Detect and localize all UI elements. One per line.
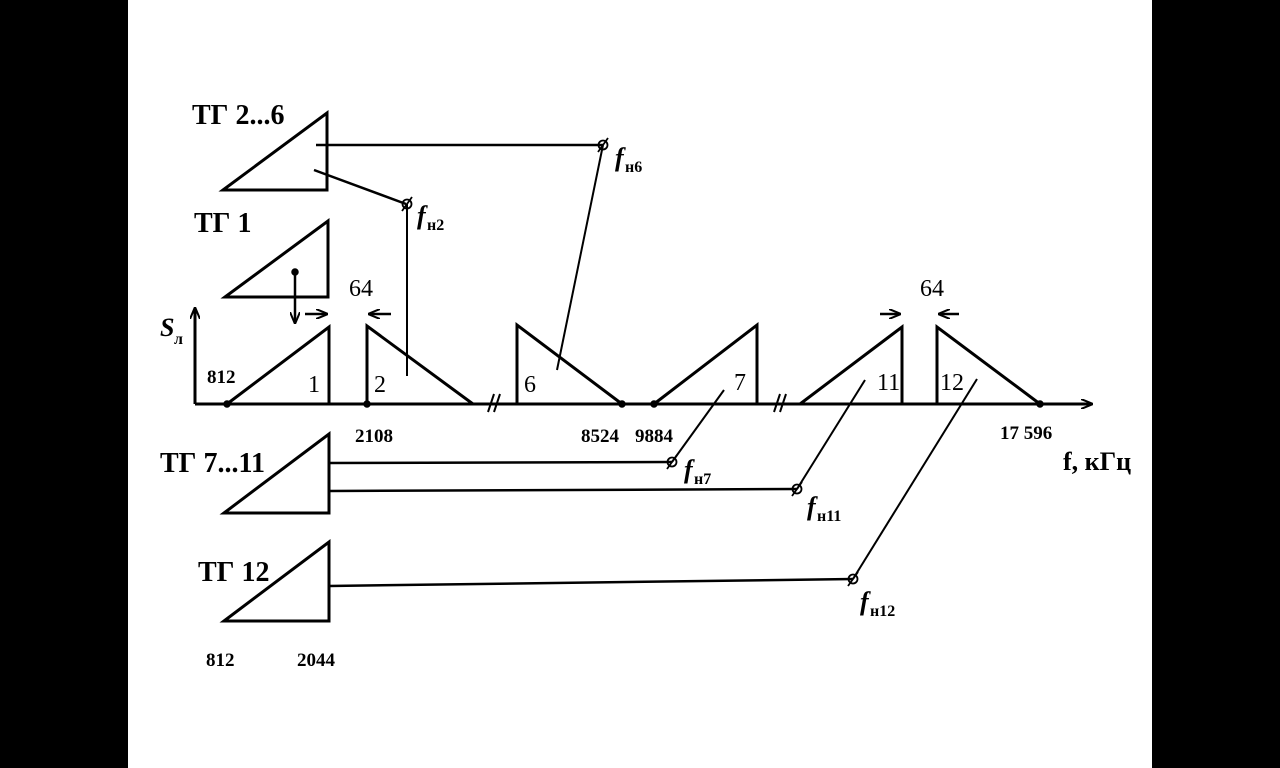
leader-fn12 (852, 378, 978, 580)
group-triangle-tg-1 (220, 218, 330, 299)
band-number-2: 2 (374, 372, 386, 398)
freq-8524: 8524 (581, 426, 620, 447)
y-axis-label-subscript: л (174, 331, 183, 348)
band-1 (226, 323, 331, 406)
connector-tg12-to-fn12 (328, 577, 854, 588)
tg1-dot-marker (291, 268, 299, 276)
leader-fn6 (556, 144, 604, 371)
carrier-sub-fn6: н6 (625, 159, 642, 176)
band-2 (365, 323, 474, 406)
label-tg-1: ТГ 1 (194, 208, 252, 239)
group-triangle-tg-2-6 (218, 110, 329, 192)
frequency-plan-diagram: ТГ 2...6 ТГ 1 ТГ 7...11 ТГ 12 S л f, кГц… (160, 100, 1131, 671)
dot-9884 (650, 400, 658, 408)
band-number-12: 12 (940, 370, 964, 396)
band-number-1: 1 (308, 372, 320, 398)
carrier-sub-fn12: н12 (870, 603, 895, 620)
carrier-label-fn7: f (684, 455, 695, 484)
group-triangle-tg-12 (219, 538, 331, 623)
freq-2108: 2108 (355, 426, 393, 447)
connector-tg7-11-to-fn11 (328, 487, 798, 493)
leader-fn7 (671, 389, 725, 463)
tg12-high-freq: 2044 (297, 650, 336, 671)
carrier-marker-fn2 (401, 196, 413, 212)
tg12-low-freq: 812 (206, 650, 235, 671)
leader-fn11 (796, 379, 866, 490)
band-number-11: 11 (877, 370, 900, 396)
freq-9884: 9884 (635, 426, 674, 447)
label-tg-7-11: ТГ 7...11 (160, 448, 265, 479)
band-number-7: 7 (734, 370, 746, 396)
dot-17596 (1036, 400, 1044, 408)
group-triangle-tg-7-11 (219, 430, 331, 515)
carrier-label-fn11: f (807, 492, 818, 521)
freq-17596: 17 596 (1000, 423, 1052, 444)
carrier-marker-fn12 (847, 571, 859, 587)
carrier-marker-fn7 (666, 454, 678, 470)
carrier-marker-fn11 (791, 481, 803, 497)
dot-8524 (618, 400, 626, 408)
band-11 (799, 323, 904, 406)
axis-break-2 (773, 393, 787, 413)
band-6 (515, 321, 623, 406)
band-7 (653, 321, 759, 406)
y-axis-label: S (160, 313, 174, 342)
freq-812: 812 (207, 367, 236, 388)
carrier-label-fn6: f (615, 143, 626, 172)
carrier-marker-fn6 (597, 137, 609, 153)
label-tg-12: ТГ 12 (198, 557, 270, 588)
diagram-page: ТГ 2...6 ТГ 1 ТГ 7...11 ТГ 12 S л f, кГц… (128, 0, 1152, 768)
band-12 (935, 324, 1041, 406)
connector-tg2-6-to-fn2 (313, 168, 407, 206)
carrier-sub-fn2: н2 (427, 217, 444, 234)
connector-tg7-11-to-fn7 (328, 460, 673, 465)
carrier-label-fn2: f (417, 201, 428, 230)
dot-812 (223, 400, 231, 408)
carrier-sub-fn11: н11 (817, 508, 841, 525)
label-tg-2-6: ТГ 2...6 (192, 100, 285, 131)
band-number-6: 6 (524, 372, 536, 398)
dot-2108 (363, 400, 371, 408)
axis-break-1 (487, 393, 501, 413)
carrier-sub-fn7: н7 (694, 471, 711, 488)
carrier-label-fn12: f (860, 587, 871, 616)
x-axis-label: f, кГц (1063, 447, 1131, 476)
gap-label-64-left: 64 (349, 276, 373, 302)
gap-label-64-right: 64 (920, 276, 944, 302)
